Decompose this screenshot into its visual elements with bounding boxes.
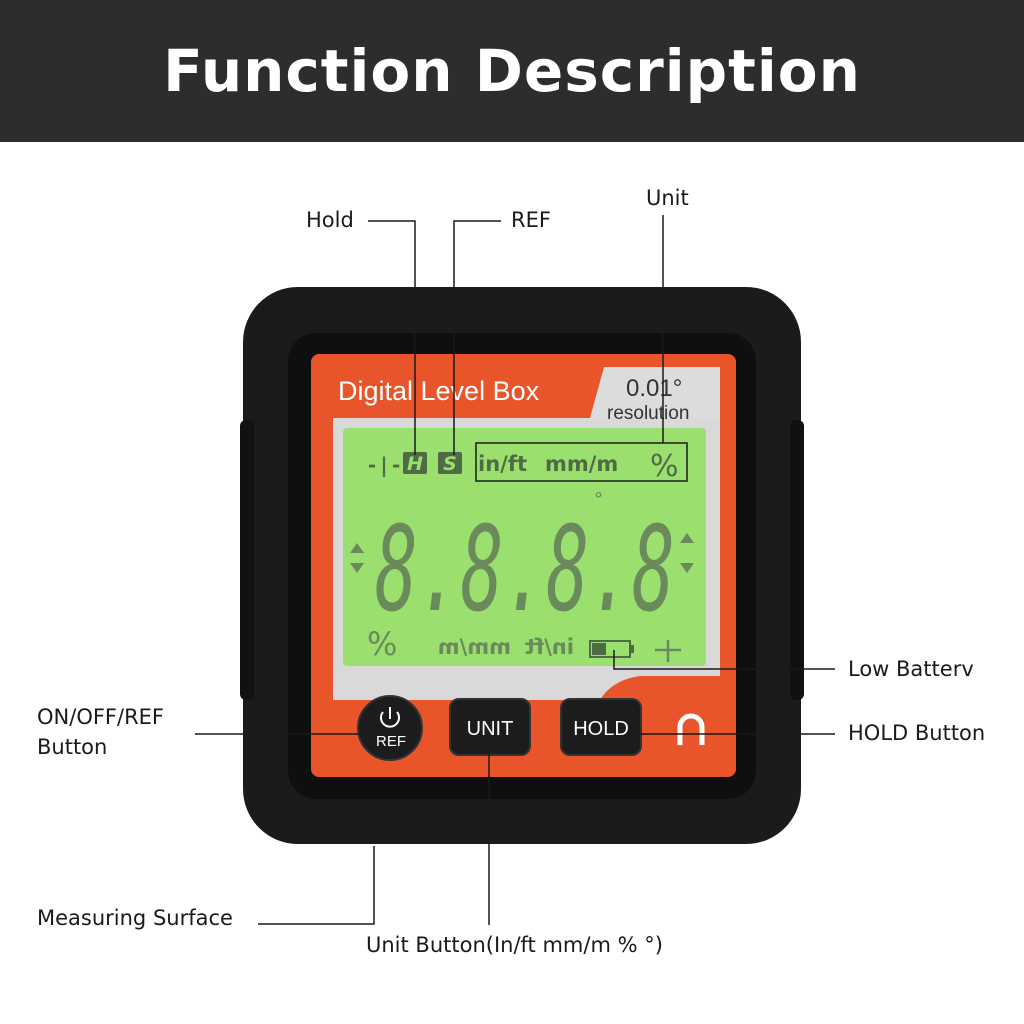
device-left-grip xyxy=(240,420,254,700)
hold-button-label: HOLD xyxy=(573,718,629,740)
lcd-unit-percent-top: % xyxy=(650,449,679,484)
unit-callout: Unit xyxy=(646,186,689,210)
brand-label: Digital Level Box xyxy=(338,376,540,406)
battery-tip xyxy=(630,645,634,653)
header-banner: Function Description xyxy=(0,0,1024,142)
ref-leader-line xyxy=(453,220,501,455)
left-arrow-icon xyxy=(350,543,364,573)
resolution-value: 0.01° xyxy=(626,375,682,402)
ref-indicator-box xyxy=(438,452,462,474)
lcd-plus-minus-top: -|- xyxy=(366,453,402,477)
ref-callout: REF xyxy=(511,208,551,232)
power-icon xyxy=(380,707,400,728)
hold-indicator-box xyxy=(403,452,427,474)
lcd-unit-percent-bottom: % xyxy=(367,625,397,663)
low-battery-callout: Low Batterv xyxy=(848,657,974,681)
battery-level xyxy=(592,643,606,655)
right-arrow-icon xyxy=(680,533,694,573)
hold-callout: Hold xyxy=(306,208,354,232)
unit-button-callout: Unit Button(In/ft mm/m % °) xyxy=(366,933,663,957)
hold-button-callout: HOLD Button xyxy=(848,721,986,745)
hold-indicator: H xyxy=(407,453,423,475)
lcd-unit-mmm-top: mm/m xyxy=(545,452,618,476)
hold-button[interactable] xyxy=(560,698,642,756)
ref-indicator: S xyxy=(443,453,457,475)
lcd-unit-inft-bottom: in/ft xyxy=(525,635,574,659)
lcd-unit-mmm-bottom: mm/m xyxy=(438,635,511,659)
hold-leader-line xyxy=(368,220,416,455)
resolution-label: resolution xyxy=(607,403,689,424)
magnet-icon xyxy=(677,713,705,745)
lcd-screen xyxy=(343,428,706,666)
lcd-unit-inft-top: in/ft xyxy=(478,452,527,476)
onoff-callout-line2: Button xyxy=(37,735,108,759)
unit-button[interactable] xyxy=(449,698,531,756)
device-right-grip xyxy=(790,420,804,700)
resolution-tab xyxy=(590,367,720,418)
onoff-callout-line1: ON/OFF/REF xyxy=(37,705,165,729)
power-button-label: REF xyxy=(376,733,406,750)
page-title: Function Description xyxy=(163,37,861,105)
measuring-surface-leader-line xyxy=(258,846,375,925)
lcd-digits: 8.8.8.8 xyxy=(375,500,675,638)
power-ref-button[interactable] xyxy=(357,695,423,761)
unit-button-label: UNIT xyxy=(467,718,514,740)
measuring-surface-callout: Measuring Surface xyxy=(37,906,233,930)
degree-symbol: ° xyxy=(594,489,603,510)
unit-highlight-box xyxy=(475,442,688,482)
lcd-plus-minus-bottom-icon xyxy=(655,640,681,662)
low-battery-leader-line xyxy=(613,650,835,670)
